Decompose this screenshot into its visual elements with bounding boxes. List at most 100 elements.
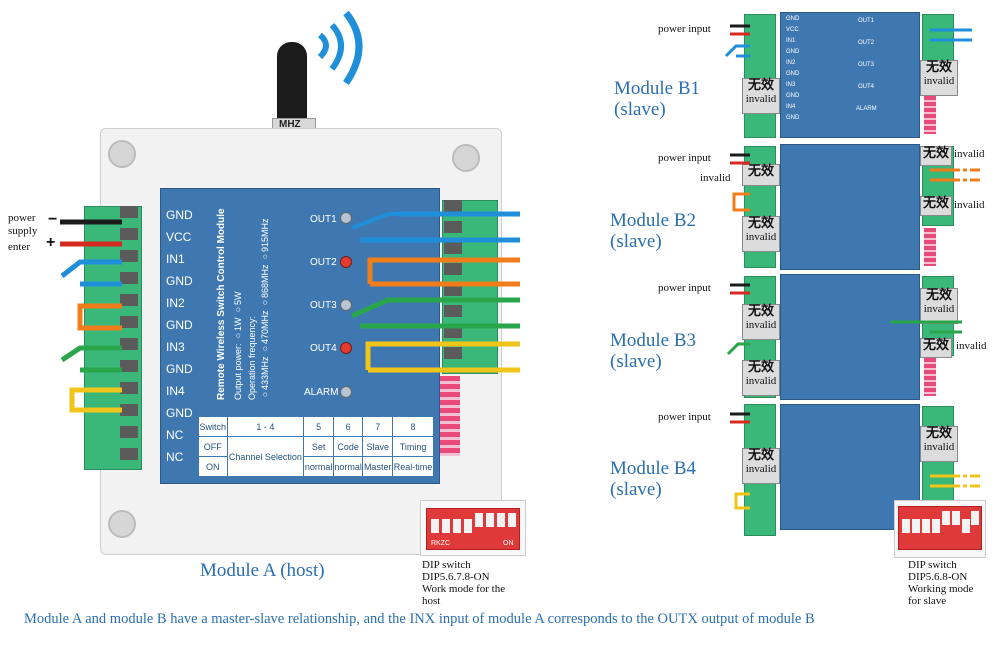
module-a: MHZ GND VCC IN1 GND IN2 GND IN3 GND IN4 … xyxy=(0,0,526,607)
dip-key[interactable] xyxy=(942,511,950,525)
invalid-en: invalid xyxy=(923,75,955,87)
pin-label: GND xyxy=(786,115,800,121)
dip-key[interactable] xyxy=(475,513,483,527)
dip-key[interactable] xyxy=(971,511,979,525)
dip-key[interactable] xyxy=(932,519,940,533)
module-b-role: (slave) xyxy=(610,351,662,372)
b1-invalid-out: 无效 invalid xyxy=(920,60,958,96)
dip-key[interactable] xyxy=(902,519,910,533)
dip-key[interactable] xyxy=(497,513,505,527)
invalid-zh: 无效 xyxy=(922,338,949,353)
dip-note-b: DIP switch DIP5.6.8-ON Working mode for … xyxy=(908,559,973,607)
module-b-name: Module B2 xyxy=(610,210,697,231)
power-plus: + xyxy=(46,234,56,251)
antenna-label: MHZ xyxy=(279,119,301,130)
dip-key[interactable] xyxy=(962,519,970,533)
pin-label: VCC xyxy=(166,230,192,244)
alarm-label: ALARM xyxy=(304,387,339,398)
invalid-zh: 无效 xyxy=(747,216,774,231)
module-b-wires xyxy=(724,24,980,510)
dip-key[interactable] xyxy=(486,513,494,527)
b3-invalid-in-2: 无效 invalid xyxy=(742,360,780,396)
dip-key[interactable] xyxy=(431,519,439,533)
dip-note-a: DIP switch DIP5.6.7.8-ON Work mode for t… xyxy=(422,559,520,607)
module-b-caption: Module B2 (slave) xyxy=(610,210,696,252)
input-screw-column xyxy=(120,206,138,468)
b1-panel xyxy=(780,12,920,138)
output-label: OUT4 xyxy=(858,84,875,90)
dip-brand: RKZC xyxy=(431,540,451,547)
invalid-en: invalid xyxy=(923,441,955,453)
b3-pink-header xyxy=(924,358,936,396)
invalid-en: invalid xyxy=(745,319,777,331)
pin-label: GND xyxy=(166,406,193,420)
antenna xyxy=(277,42,307,122)
invalid-en: invalid xyxy=(923,303,955,315)
pin-label: IN3 xyxy=(786,82,796,88)
switch-on: ON xyxy=(198,456,228,477)
pin-label: GND xyxy=(166,274,193,288)
pin-label: GND xyxy=(786,71,800,77)
power-input-label: power input xyxy=(658,282,711,294)
b3-invalid-out-2: 无效 xyxy=(920,338,952,358)
invalid-zh: 无效 xyxy=(925,426,952,441)
module-b-caption: Module B1 (slave) xyxy=(614,78,700,120)
module-b-name: Module B1 xyxy=(614,78,701,99)
b2-panel xyxy=(780,144,920,270)
dip-key[interactable] xyxy=(464,519,472,533)
alarm-label: ALARM xyxy=(856,106,877,112)
dip-key[interactable] xyxy=(442,519,450,533)
dip-on-label: ON xyxy=(503,540,514,547)
dip-key[interactable] xyxy=(912,519,920,533)
power-minus: − xyxy=(48,211,58,228)
module-b-role: (slave) xyxy=(610,479,662,500)
power-label-line1: power xyxy=(8,212,36,224)
invalid-zh: 无效 xyxy=(747,164,774,179)
pin-label: GND xyxy=(786,16,800,22)
b2-invalid-out-1: 无效 xyxy=(920,146,952,166)
dip-note-line: Working mode xyxy=(908,583,974,595)
dip-note-line: DIP5.6.7.8-ON xyxy=(422,571,490,583)
invalid-en: invalid xyxy=(954,148,985,160)
b4-invalid-out: 无效 invalid xyxy=(920,426,958,462)
dip-key[interactable] xyxy=(453,519,461,533)
module-b-group: Module B1 (slave) Module B2 (slave) Modu… xyxy=(600,0,1000,607)
b2-invalid-in-1: 无效 xyxy=(742,164,780,186)
b1-input-terminal xyxy=(744,14,776,138)
switch-cell: Real-time xyxy=(391,456,435,477)
invalid-zh: 无效 xyxy=(747,304,774,319)
module-b-caption: Module B3 (slave) xyxy=(610,330,696,372)
dip-key[interactable] xyxy=(508,513,516,527)
b3-panel xyxy=(780,274,920,400)
dip-note-line: for slave xyxy=(908,595,947,607)
b4-panel xyxy=(780,404,920,530)
footer-caption: Module A and module B have a master-slav… xyxy=(24,611,815,627)
b1-invalid-in: 无效 invalid xyxy=(742,78,780,114)
invalid-zh: 无效 xyxy=(922,196,949,211)
power-label-line3: enter xyxy=(8,241,30,253)
power-input-label: power input xyxy=(658,411,711,423)
switch-cell: normal xyxy=(332,456,364,477)
pin-label: IN4 xyxy=(786,104,796,110)
power-supply-label: power supply enter xyxy=(8,212,37,254)
invalid-zh: 无效 xyxy=(925,288,952,303)
invalid-zh: 无效 xyxy=(922,146,949,161)
output-label: OUT2 xyxy=(310,257,337,268)
module-b-role: (slave) xyxy=(610,231,662,252)
mount-hole-tr xyxy=(452,144,480,172)
dip-switch-a: RKZC ON xyxy=(426,508,520,550)
invalid-en: invalid xyxy=(745,463,777,475)
channel-selection: Channel Selection xyxy=(226,436,305,477)
pin-label: VCC xyxy=(786,27,799,33)
invalid-en: invalid xyxy=(700,172,731,184)
pin-label: GND xyxy=(786,93,800,99)
module-b-role: (slave) xyxy=(614,99,666,120)
dip-key[interactable] xyxy=(952,511,960,525)
invalid-en: invalid xyxy=(745,231,777,243)
pin-label: IN3 xyxy=(166,340,185,354)
dip-key[interactable] xyxy=(922,519,930,533)
led-out3 xyxy=(340,299,352,311)
power-input-label: power input xyxy=(658,152,711,164)
output-label: OUT3 xyxy=(310,300,337,311)
invalid-en: invalid xyxy=(745,93,777,105)
